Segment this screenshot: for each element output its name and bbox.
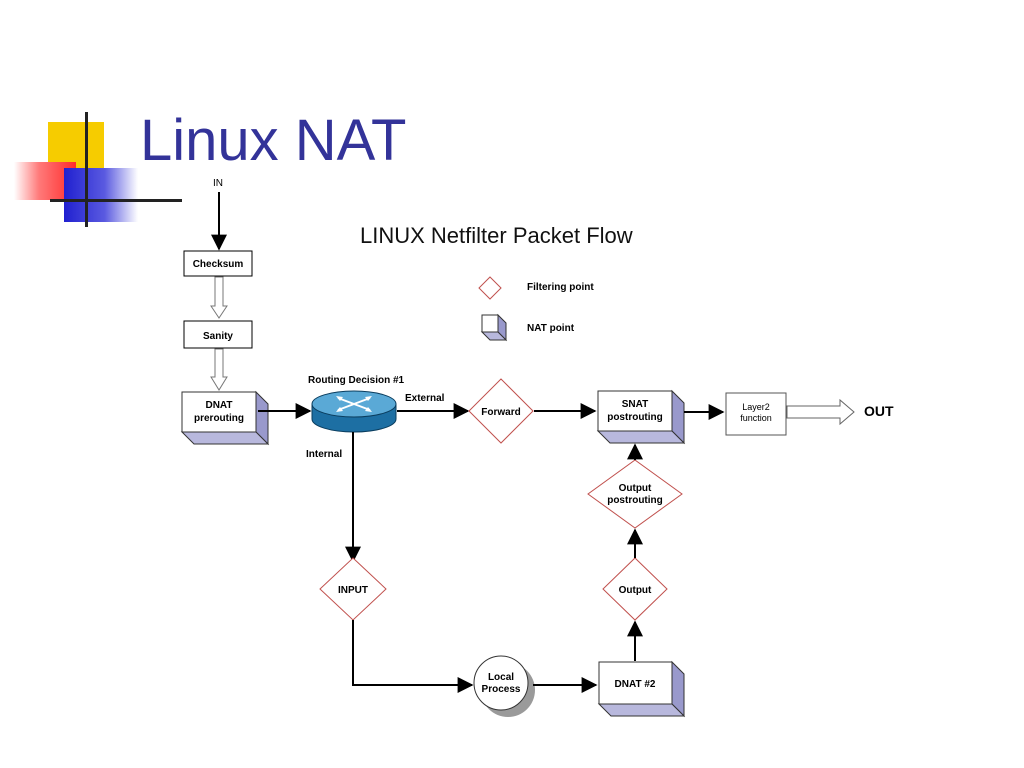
dnat2-bottom (597, 703, 686, 717)
sanity-label: Sanity (203, 331, 233, 342)
dnat2-label: DNAT #2 (615, 679, 656, 690)
ornament-blue-bar (64, 168, 138, 222)
snat-label-2: postrouting (607, 412, 663, 423)
local-process-label-2: Process (482, 684, 521, 695)
output-postrouting-label-2: postrouting (607, 495, 663, 506)
external-label: External (405, 393, 445, 404)
in-label: IN (213, 178, 223, 189)
output-diamond (602, 557, 668, 621)
snat-label-1: SNAT (622, 399, 648, 410)
legend-filtering-icon (478, 276, 502, 300)
hollow-arrow-out (786, 398, 855, 426)
hollow-arrow-sanity-dnat (210, 348, 228, 391)
ornament-horizontal-line (50, 199, 182, 202)
output-postrouting-diamond (587, 459, 683, 529)
legend-nat-label: NAT point (527, 323, 575, 334)
dnat2-box (598, 661, 673, 705)
layer2-label-2: function (740, 413, 772, 423)
arrow-input-local (352, 620, 474, 693)
checksum-box (183, 250, 253, 277)
output-postrouting-label-1: Output (619, 483, 652, 494)
dnat-prerouting-box (181, 391, 257, 433)
dnat-prerouting-label-1: DNAT (205, 400, 232, 411)
local-process-circle (473, 655, 529, 711)
dnat-prerouting-label-2: prerouting (194, 413, 244, 424)
slide-title: Linux NAT (140, 108, 407, 173)
forward-label: Forward (481, 407, 520, 418)
snat-box (597, 390, 673, 432)
forward-diamond (468, 378, 534, 444)
layer2-box (725, 392, 787, 436)
diagram-heading: LINUX Netfilter Packet Flow (360, 223, 633, 248)
ornament-vertical-line (85, 112, 88, 227)
snat-bottom (596, 430, 686, 444)
routing-decision-label: Routing Decision #1 (308, 375, 405, 386)
router-icon (311, 390, 397, 433)
checksum-label: Checksum (193, 259, 244, 270)
legend-filtering-label: Filtering point (527, 282, 594, 293)
dnat-prerouting-bottom (180, 431, 270, 445)
out-label: OUT (864, 403, 894, 419)
sanity-box (183, 320, 253, 349)
legend-nat-icon (481, 314, 499, 333)
output-label: Output (619, 585, 652, 596)
hollow-arrow-checksum-sanity (210, 276, 228, 319)
local-process-label-1: Local (488, 672, 514, 683)
internal-label: Internal (306, 449, 342, 460)
input-label: INPUT (338, 585, 368, 596)
layer2-label-1: Layer2 (742, 402, 770, 412)
